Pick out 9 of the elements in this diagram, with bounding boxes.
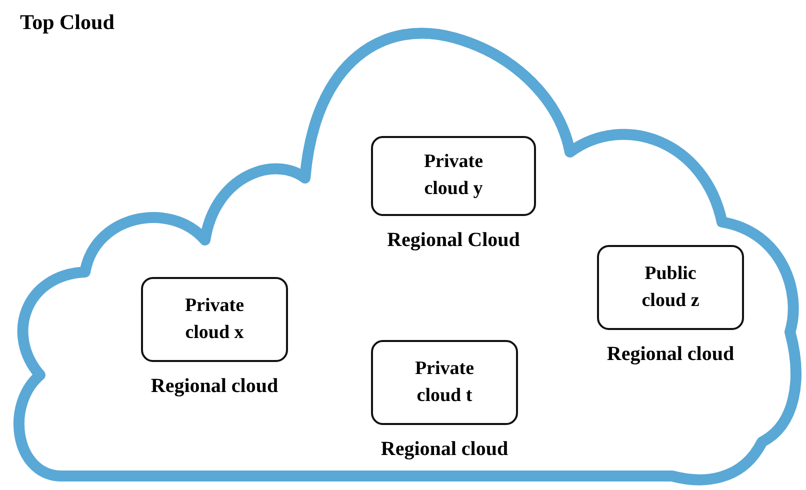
node-label: Regional Cloud (387, 229, 520, 252)
cloud-box: Public cloud z (597, 245, 744, 330)
cloud-box: Private cloud t (371, 340, 518, 425)
node-label: Regional cloud (380, 438, 508, 461)
cloud-box: Private cloud y (371, 136, 536, 216)
node-label: Regional cloud (150, 375, 278, 398)
node-label: Top Cloud (20, 10, 114, 35)
cloud-box: Private cloud x (141, 277, 288, 362)
node-label: Regional cloud (606, 343, 734, 366)
